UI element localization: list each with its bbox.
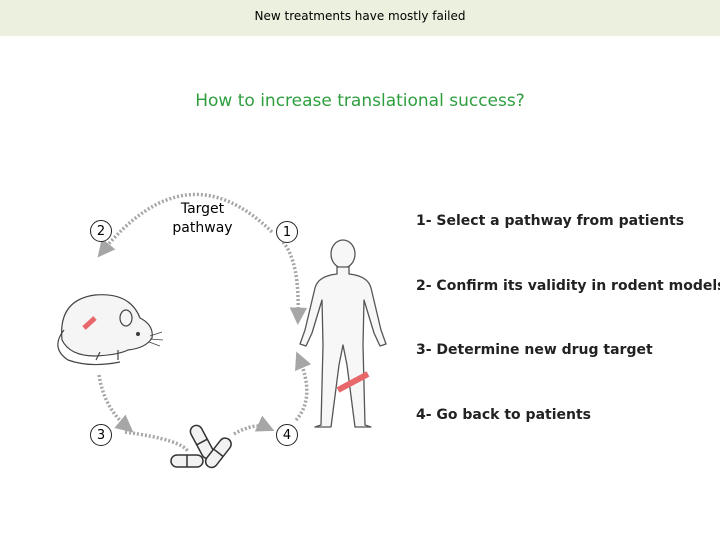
arrow-2-to-3: [97, 374, 134, 433]
step-item-2: 2- Confirm its validity in rodent models: [416, 278, 720, 294]
banner: New treatments have mostly failed: [0, 0, 720, 36]
target-label-line2: pathway: [172, 220, 233, 236]
page-title: How to increase translational success?: [0, 91, 720, 111]
step-node-2: 2: [90, 220, 112, 242]
arrow-3-to-4: [124, 430, 190, 453]
banner-text: New treatments have mostly failed: [254, 9, 466, 23]
arrow-pills-to-4: [233, 415, 275, 436]
step-node-1: 1: [276, 221, 298, 243]
pills-icon: [170, 424, 232, 469]
page-title-text: How to increase translational success?: [195, 91, 525, 111]
target-pathway-label: Target pathway: [165, 200, 240, 238]
arrow-top-to-1: [281, 240, 308, 325]
cycle-arrows: [97, 192, 312, 453]
step-item-3: 3- Determine new drug target: [416, 342, 653, 358]
step-node-4: 4: [276, 424, 298, 446]
arrow-4-to-1: [294, 351, 312, 422]
step-node-3: 3: [90, 424, 112, 446]
step-item-1: 1- Select a pathway from patients: [416, 213, 685, 229]
step-item-4: 4- Go back to patients: [416, 407, 591, 423]
human-figure-icon: [299, 239, 387, 428]
arrow-1-to-2: [97, 192, 274, 258]
rodent-icon: [57, 294, 164, 366]
target-label-line1: Target: [180, 201, 225, 217]
